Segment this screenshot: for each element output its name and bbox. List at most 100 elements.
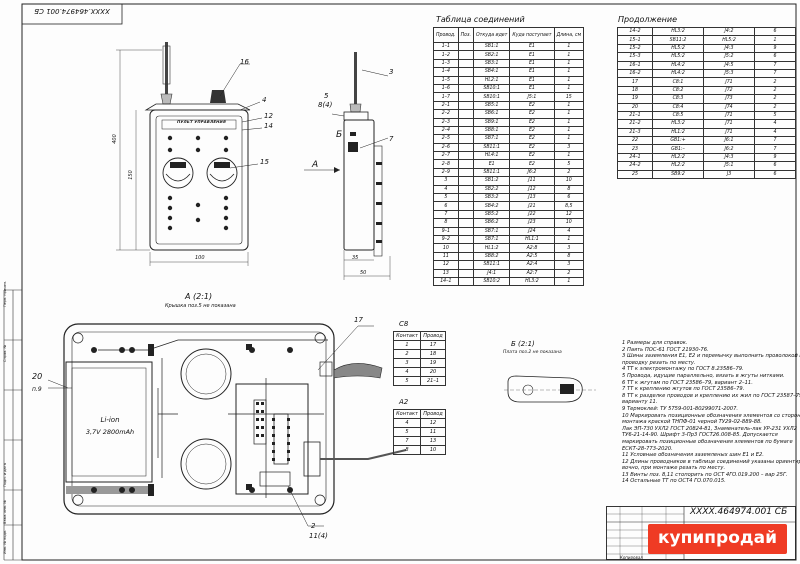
conn-header-cell: Куда поступает <box>509 27 555 43</box>
table-cell <box>457 226 475 237</box>
table-cell: J71 <box>703 127 755 138</box>
callout-3: 3 <box>389 68 394 76</box>
table-cell: SB5:2 <box>472 209 511 220</box>
table-cell: 3 <box>553 260 585 270</box>
c8-title: C8 <box>399 320 409 328</box>
table-cell: 18 <box>617 85 653 96</box>
dim-400: 400 <box>111 134 118 144</box>
table-cell: 5 <box>393 427 421 437</box>
table-cell: 15–3 <box>617 52 653 62</box>
side-strip: Перв. примен. Справ. № Подп. и дата Взам… <box>3 281 13 558</box>
table-cell: A2:5 <box>509 251 555 262</box>
table-cell: 1 <box>553 67 585 77</box>
table-cell <box>457 100 475 111</box>
table-cell: SB10:1 <box>472 83 511 94</box>
brand-watermark: купипродай <box>648 524 787 554</box>
table-cell: 2–1 <box>433 100 459 111</box>
table-cell: HL1:2 <box>472 243 511 253</box>
table-cell <box>457 193 475 203</box>
table-cell <box>457 251 475 262</box>
table-cell: HL3:2 <box>652 26 704 37</box>
table-cell: 2–6 <box>433 142 459 153</box>
table-cell: C8:3 <box>652 94 704 104</box>
table-cell: HL4:2 <box>652 68 704 79</box>
conn-header-cell: Поз. <box>457 27 475 43</box>
table-cell: 1 <box>393 340 421 350</box>
conn-table-title: Таблица соединений <box>436 15 525 24</box>
table-cell: HL1:1 <box>509 234 555 245</box>
table-cell: 2–8 <box>433 159 459 169</box>
table-cell: C8:1 <box>652 77 704 87</box>
table-cell: 1 <box>553 100 585 111</box>
view-arrow-a: А <box>312 160 319 170</box>
callout-2: 2 <box>311 522 316 530</box>
callout-11: 11(4) <box>309 532 328 540</box>
table-cell <box>457 167 475 178</box>
table-cell: 6 <box>754 169 796 180</box>
table-cell: 21–3 <box>617 127 653 138</box>
table-cell: 11 <box>433 251 459 262</box>
side-label: Подп. и дата <box>3 463 7 487</box>
view-b-title: Б (2:1) <box>511 340 535 348</box>
table-cell: J5:3 <box>703 68 755 79</box>
table-cell: E1 <box>509 67 555 77</box>
callout-14: 14 <box>264 122 273 130</box>
table-cell: J4:3 <box>703 43 755 54</box>
table-cell: SB4:2 <box>472 201 511 211</box>
table-cell: 13 <box>433 268 459 278</box>
table-cell: E2 <box>509 100 555 111</box>
table-cell: SB11:1 <box>472 260 511 270</box>
table-cell: 12 <box>433 260 459 270</box>
table-cell: 2–5 <box>433 134 459 144</box>
table-cell: J5:2 <box>703 52 755 62</box>
note-line: 9 Термоклей: ТУ 5759-001-80299071-2007. <box>622 405 739 412</box>
table-cell: J4:3 <box>703 152 755 163</box>
title-copied: Копировал <box>620 555 643 560</box>
view-arrow-b: Б <box>336 130 343 140</box>
table-cell <box>457 50 475 60</box>
conn-header-cell: Откуда идет <box>472 27 511 43</box>
note-line: ЕСКТ-28-773-2020. <box>622 445 673 452</box>
callout-4: 4 <box>262 96 267 104</box>
table-cell: 15–2 <box>617 43 653 54</box>
table-cell: 7 <box>754 68 796 79</box>
title-block-code: XXXX.464974.001 СБ <box>690 507 788 517</box>
table-cell <box>457 125 475 136</box>
table-cell: SB8:2 <box>472 251 511 262</box>
note-line: варианту 11. <box>622 399 658 406</box>
table-cell: SB7:1 <box>472 134 511 144</box>
table-cell: J73 <box>703 94 755 104</box>
note-line: 10 Маркировать позиционные обозначения э… <box>622 412 800 419</box>
table-cell: 2 <box>754 94 796 104</box>
table-cell <box>457 75 475 85</box>
table-cell: 10 <box>553 176 585 186</box>
table-cell <box>457 176 475 186</box>
side-label: Перв. примен. <box>3 280 7 307</box>
table-cell: 21–2 <box>617 119 653 129</box>
c8-header-cell: Контакт <box>393 331 421 341</box>
note-line: вочно, при монтаже резать по месту. <box>622 465 726 472</box>
table-cell: 3 <box>553 243 585 253</box>
callout-15: 15 <box>260 158 269 166</box>
note-line: 14 Остальные ТТ по ОСТ4 ГО.070.015. <box>622 478 726 485</box>
pcb-view <box>47 323 407 527</box>
table-cell: 3 <box>393 358 421 368</box>
